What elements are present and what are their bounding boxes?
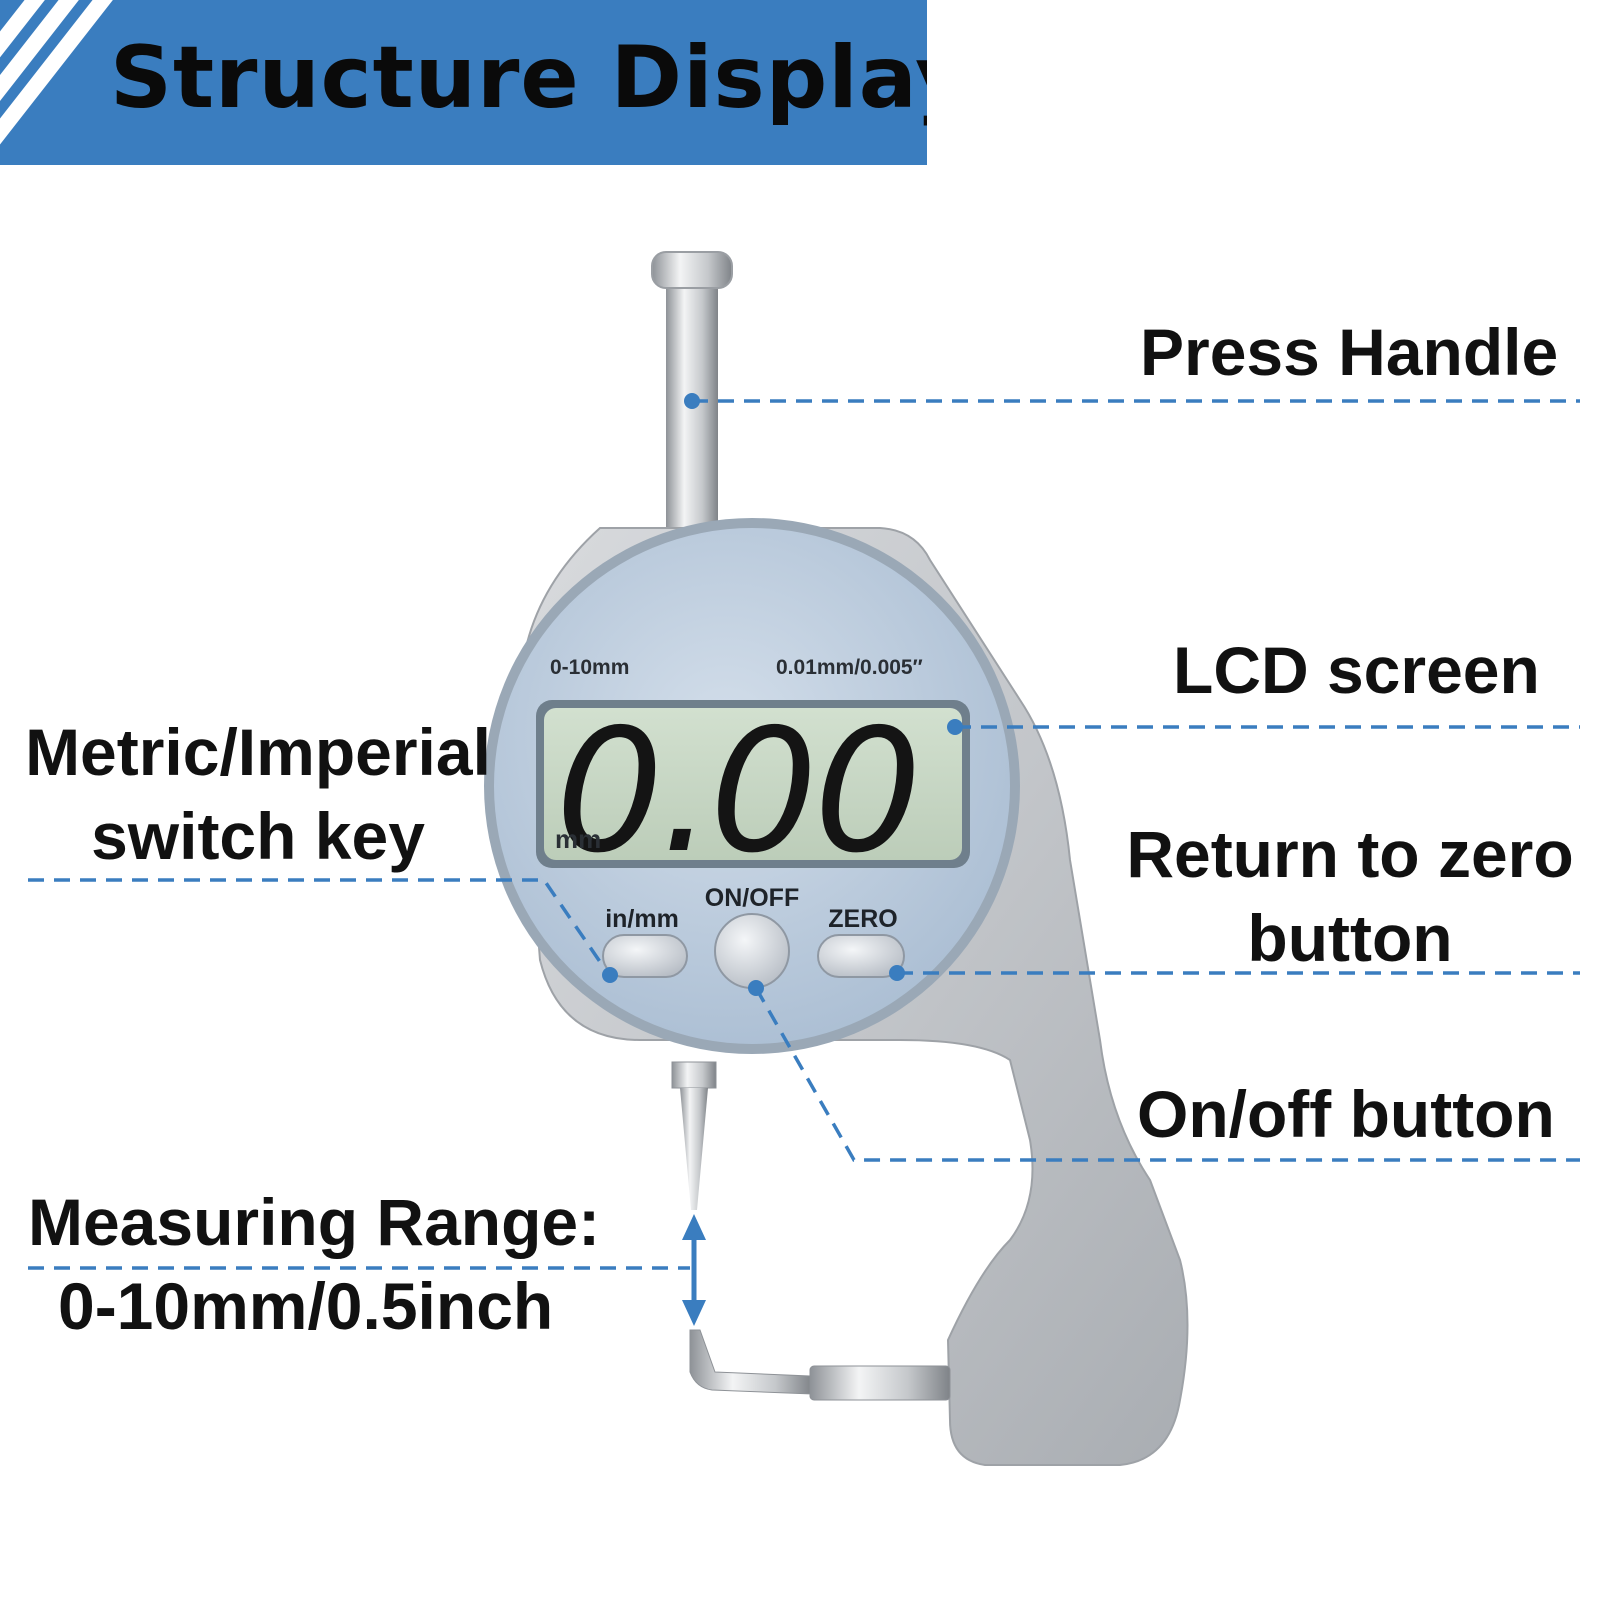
callout-range-line2: 0-10mm/0.5inch [58, 1269, 554, 1343]
zero-key-label: ZERO [828, 905, 897, 933]
lcd-screen [536, 700, 970, 868]
press-handle [651, 251, 733, 540]
banner-title: Structure Display [110, 28, 927, 128]
anchor-dot [748, 980, 764, 996]
range-arrow [682, 1214, 706, 1326]
title-banner: Structure Display [0, 0, 927, 165]
callout-switch-key-line1: Metric/Imperial [25, 715, 491, 789]
callout-switch-key-line2: switch key [91, 799, 425, 873]
callout-onoff-button: On/off button [1137, 1077, 1555, 1151]
lower-probe [671, 1061, 717, 1210]
anchor-dot [602, 967, 618, 983]
callout-switch-key: Metric/Imperial switch key [8, 710, 508, 878]
callout-zero-button-line1: Return to zero [1126, 817, 1574, 891]
leader-onoff-button [754, 987, 1580, 1162]
power-button[interactable] [714, 913, 790, 989]
lcd-reading: 0.00 [555, 693, 918, 891]
anchor-dot [947, 719, 963, 735]
callout-range-line1: Measuring Range: [28, 1185, 601, 1259]
leader-switch-key [28, 878, 609, 973]
range-marking: 0-10mm [550, 656, 629, 679]
unit-key-label: in/mm [605, 905, 679, 933]
anchor-dot [684, 393, 700, 409]
zero-button[interactable] [817, 934, 905, 978]
callout-zero-button: Return to zero button [1125, 812, 1575, 980]
unit-switch-button[interactable] [602, 934, 688, 978]
resolution-marking: 0.01mm/0.005″ [776, 656, 923, 679]
callout-lcd-screen: LCD screen [1173, 633, 1540, 707]
anvil-probe [689, 1329, 951, 1401]
callout-zero-button-line2: button [1247, 901, 1453, 975]
anchor-dot [889, 965, 905, 981]
power-key-label: ON/OFF [705, 884, 799, 912]
lcd-unit: mm [555, 824, 601, 854]
callout-press-handle: Press Handle [1140, 315, 1559, 389]
